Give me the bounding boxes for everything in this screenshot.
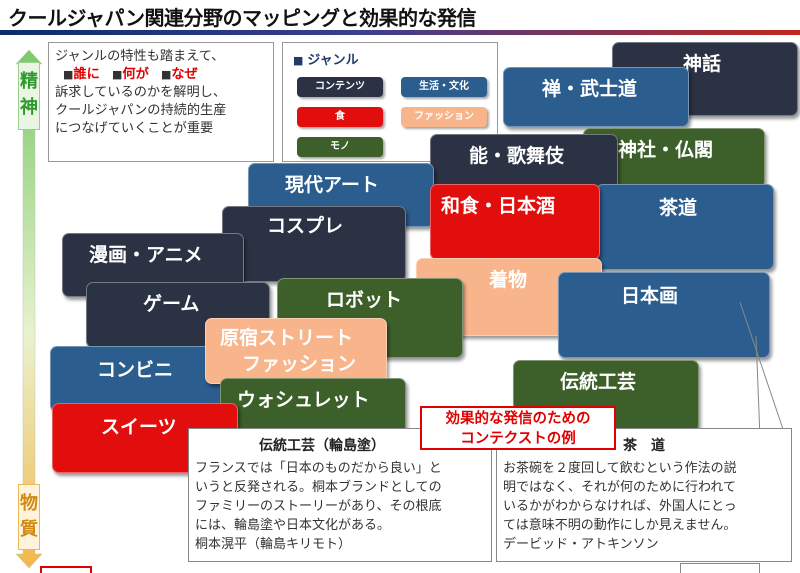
legend-title-text: ジャンル — [307, 53, 359, 68]
axis-bottom-char: 物 — [20, 493, 38, 514]
genre-label: 原宿ストリート — [220, 327, 354, 349]
genre-label: ロボット — [326, 289, 403, 311]
callout-sado: 茶 道 お茶碗を２度回して飲むという作法の説 明ではなく、それが何のために行われ… — [496, 428, 792, 562]
callout-line: ては意味不明の動作にしか見えません。 — [503, 518, 737, 533]
callout-line: には、輪島塗や日本文化がある。 — [195, 518, 391, 533]
bottom-gray-frame — [680, 563, 760, 573]
note-keyword-why: なぜ — [171, 67, 198, 82]
genre-label: ウォシュレット — [237, 389, 370, 411]
legend-title: ■ ジャンル — [293, 49, 359, 68]
legend-item-mono: モノ — [297, 137, 383, 157]
genre-label: 日本画 — [621, 285, 679, 307]
genre-label: ゲーム — [143, 293, 200, 315]
bullet-square-icon: ■ — [63, 68, 74, 81]
genre-box-convenience: コンビニ — [50, 346, 228, 412]
spirit-material-axis: 精 神 物 質 — [12, 50, 46, 568]
bottom-red-frame — [40, 566, 92, 573]
genre-label: コンビニ — [97, 359, 174, 381]
genre-box-washoku-nihonshu: 和食・日本酒 — [430, 184, 600, 260]
axis-top-char: 精 — [20, 71, 38, 92]
genre-box-zen-bushido: 禅・武士道 — [503, 67, 689, 127]
axis-bottom-char: 質 — [20, 519, 38, 540]
callout-source: 桐本滉平（輪島キリモト） — [195, 537, 352, 552]
context-example-badge: 効果的な発信のための コンテクストの例 — [420, 406, 616, 450]
badge-line: コンテクストの例 — [460, 431, 576, 447]
title-underline — [0, 30, 800, 35]
genre-label: 着物 — [489, 269, 528, 291]
bullet-square-icon: ■ — [160, 68, 172, 81]
legend-item-lifestyle: 生活・文化 — [401, 77, 487, 97]
note-keyword-what: 何が — [122, 67, 149, 82]
genre-label: 伝統工芸 — [560, 371, 637, 393]
axis-label-spirit: 精 神 — [18, 62, 40, 130]
note-line: につなげていくことが重要 — [55, 121, 214, 136]
callout-line: 明ではなく、それが何のために行われて — [503, 480, 736, 495]
callout-line: いうと反発される。桐本ブランドとしての — [195, 480, 442, 495]
genre-box-cosplay: コスプレ — [222, 206, 406, 282]
genre-label: 和食・日本酒 — [441, 195, 556, 217]
genre-label: 現代アート — [285, 174, 379, 196]
note-keywords: ■誰に ■何が ■なぜ — [55, 66, 267, 84]
legend-item-food: 食 — [297, 107, 383, 127]
axis-label-material: 物 質 — [18, 484, 40, 550]
callout-title: 茶 道 — [623, 438, 665, 454]
callout-source: デービッド・アトキンソン — [503, 537, 659, 552]
genre-label: 神話 — [683, 53, 722, 75]
genre-label: 神社・仏閣 — [618, 139, 714, 161]
callout-line: お茶碗を２度回して飲むという作法の説 — [503, 461, 737, 476]
note-line: 訴求しているのかを解明し、 — [55, 85, 227, 100]
page-title: クールジャパン関連分野のマッピングと効果的な発信 — [8, 6, 477, 30]
genre-label: 禅・武士道 — [542, 78, 638, 100]
legend-item-fashion: ファッション — [401, 107, 487, 127]
callout-line: いるかがわからなければ、外国人にとっ — [503, 499, 737, 514]
note-line: クールジャパンの持続的生産 — [55, 103, 227, 118]
callout-dento-kogei: 伝統工芸（輪島塗） フランスでは「日本のものだから良い」と いうと反発される。桐… — [188, 428, 492, 562]
genre-box-nihonga: 日本画 — [558, 272, 770, 358]
note-box: ジャンルの特性も踏まえて、 ■誰に ■何が ■なぜ 訴求しているのかを解明し、 … — [48, 42, 274, 162]
genre-box-harajuku-fashion: 原宿ストリート ファッション — [205, 318, 387, 384]
genre-box-sado: 茶道 — [596, 184, 774, 270]
genre-label: ファッション — [242, 353, 357, 375]
genre-label: コスプレ — [267, 215, 344, 237]
note-line: ジャンルの特性も踏まえて、 — [55, 49, 225, 64]
callout-line: ファミリーのストーリーがあり、その根底 — [195, 499, 442, 514]
badge-line: 効果的な発信のための — [445, 411, 591, 427]
callout-line: フランスでは「日本のものだから良い」と — [195, 461, 442, 476]
genre-label: スイーツ — [101, 416, 177, 438]
bullet-square-icon: ■ — [293, 54, 308, 67]
genre-label: 能・歌舞伎 — [469, 145, 565, 167]
genre-label: 漫画・アニメ — [89, 244, 203, 266]
bullet-square-icon: ■ — [111, 68, 123, 81]
genre-label: 茶道 — [659, 197, 698, 219]
axis-top-char: 神 — [20, 97, 38, 118]
callout-title: 伝統工芸（輪島塗） — [259, 438, 385, 454]
legend-item-contents: コンテンツ — [297, 77, 383, 97]
note-keyword-who: 誰に — [73, 67, 100, 82]
